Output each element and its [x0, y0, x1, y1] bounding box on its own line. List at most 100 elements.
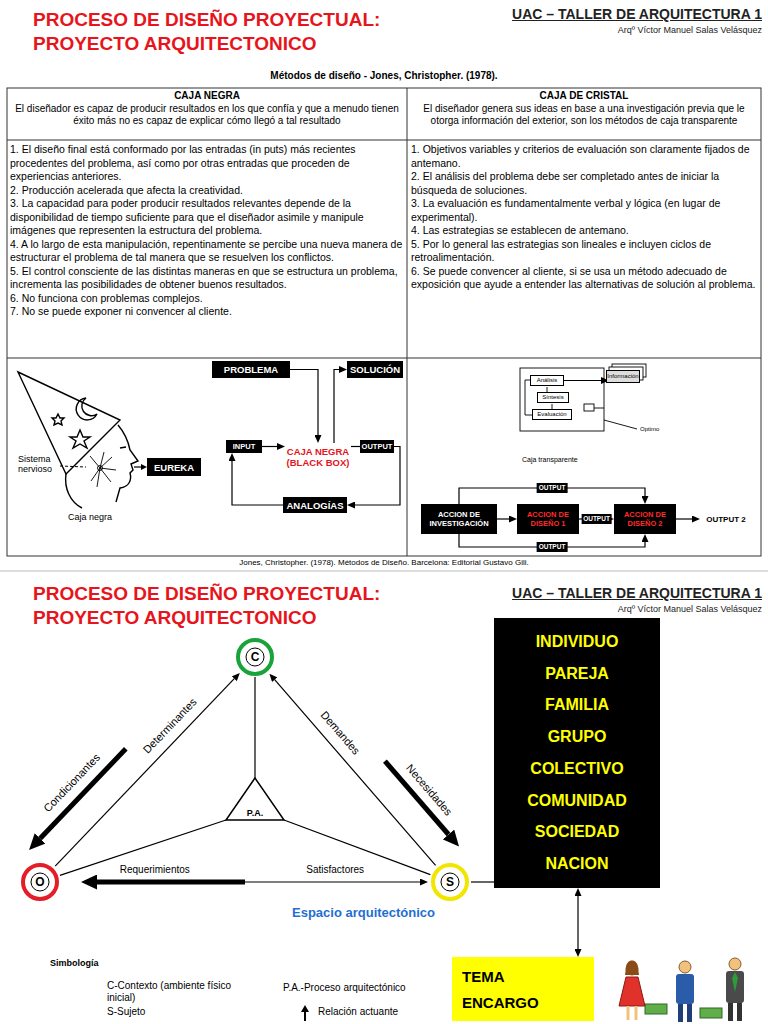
leader-line: [60, 466, 86, 467]
connector: [497, 518, 509, 519]
connector: [471, 881, 494, 882]
clipart-people: [687, 1004, 692, 1022]
node-text: ANALOGÍAS: [287, 500, 344, 511]
process-box: ANALOGÍAS: [283, 497, 347, 513]
clipart-people: [700, 1008, 722, 1018]
process-circle: O: [21, 863, 59, 901]
list-item: 3. La evaluación es fundamentalmente ver…: [411, 197, 757, 224]
circle-ring: [23, 865, 57, 899]
node-text: SOCIEDAD: [535, 823, 619, 841]
connector: [355, 447, 400, 506]
connector: [334, 370, 339, 444]
legend-entry: S-Sujeto: [107, 1006, 207, 1018]
process-box: CAJA NEGRA (BLACK BOX): [285, 443, 351, 471]
node-text: FAMILIA: [545, 696, 609, 714]
circle-inner: [441, 873, 459, 891]
label: Simbología: [50, 958, 130, 968]
node-text: OUTPUT 2: [706, 515, 746, 524]
list-item: 7. No se puede exponer ni convencer al c…: [10, 305, 404, 319]
node-text: EUREKA: [154, 462, 194, 473]
node-text: INPUT: [233, 442, 256, 451]
node-text: C: [251, 650, 260, 664]
list-item: 4. A lo largo de esta manipulación, repe…: [10, 238, 404, 265]
clipart-people: [619, 958, 744, 1022]
node-text: P.A.: [247, 808, 263, 818]
clipart-people: [737, 1003, 742, 1021]
wizard-head: [52, 414, 64, 425]
wizard-head: [116, 425, 138, 502]
process-box: PROBLEMA: [212, 361, 290, 378]
node-text: ENCARGO: [462, 994, 539, 1011]
label: UAC – TALLER DE ARQUITECTURA 1: [430, 6, 762, 22]
slide-separator: [0, 571, 768, 572]
table-grid: [7, 140, 761, 141]
edge-label: Requerimientos: [118, 863, 192, 876]
circle-inner: [246, 648, 264, 666]
label: El diseñador es capaz de producir result…: [12, 103, 402, 126]
clipart-people: [729, 958, 741, 970]
nervous-system: [90, 452, 116, 487]
connector: [564, 380, 601, 381]
node-text: Síntesis: [542, 394, 563, 401]
nervous-system: [98, 466, 103, 471]
node-text: OUTPUT: [362, 442, 393, 451]
legend-entry: P.A.-Proceso arquitectónico: [283, 982, 443, 994]
thick-arrow: [40, 749, 126, 839]
clipart-people: [726, 971, 744, 1003]
connector: [225, 881, 421, 882]
wizard-head: [66, 474, 82, 508]
clipart-people: [627, 1006, 630, 1020]
clipart-people: [625, 961, 639, 976]
connector: [676, 518, 692, 519]
label: Arqº Víctor Manuel Salas Velásquez: [430, 25, 762, 35]
label: UAC – TALLER DE ARQUITECTURA 1: [430, 585, 762, 601]
edge-label: Satisfactores: [304, 863, 366, 876]
list-item: 5. Por lo general las estrategias son li…: [411, 238, 757, 265]
list-item: 6. Se puede convencer al cliente, si se …: [411, 265, 757, 292]
table-grid: [407, 88, 408, 556]
table-cell: 1. Objetivos variables y criterios de ev…: [411, 143, 757, 292]
transparent-box: [520, 368, 604, 431]
clipart-people: [728, 1003, 733, 1021]
process-box: EUREKA: [147, 458, 201, 476]
connector: [290, 370, 318, 436]
list-item: 5. El control consciente de las distinta…: [10, 265, 404, 292]
process-circle: C: [236, 638, 274, 676]
wizard-head: [18, 372, 138, 508]
process-box: Evaluación: [532, 409, 572, 420]
connector: [351, 446, 360, 447]
transparent-box: [604, 420, 637, 429]
node-text: Análisis: [537, 377, 558, 384]
node-text: ACCION DE INVESTIGACIÓN: [423, 510, 495, 528]
process-triangle: P.A.: [224, 776, 286, 824]
clipart-people: [619, 977, 645, 1006]
process-box: OUTPUT: [360, 440, 394, 453]
list-item: 6. No funciona con problemas complejos.: [10, 292, 404, 306]
wizard-head: [18, 372, 120, 474]
process-box: INPUT: [226, 440, 262, 453]
process-box: SOLUCIÓN: [347, 361, 403, 378]
table-cell: 1. El diseño final está conformado por l…: [10, 143, 404, 319]
connector: [284, 820, 430, 875]
edge-label: Demandes: [316, 707, 363, 759]
label: CAJA DE CRISTAL: [407, 90, 761, 101]
process-box: ACCION DE INVESTIGACIÓN: [421, 504, 497, 534]
label: Espacio arquitectónico: [292, 905, 462, 920]
list-item: 2. El análisis del problema debe ser com…: [411, 170, 757, 197]
connector: [577, 896, 578, 949]
leader-line: [60, 466, 86, 467]
slide-separator: [0, 571, 768, 572]
node-text: TEMA: [462, 968, 505, 985]
label: Caja transparente: [522, 456, 612, 463]
wizard-head: [120, 447, 126, 448]
label: Sistema nervioso: [18, 454, 70, 474]
citation: Jones, Christopher. (1978). Métodos de D…: [0, 558, 768, 567]
circle-inner: [31, 873, 49, 891]
clipart-people: [679, 961, 691, 973]
process-circle: S: [431, 863, 469, 901]
process-box: ACCION DE DISEÑO 1: [517, 504, 579, 534]
edge-label: OUTPUT: [537, 542, 568, 552]
label: Optimo: [640, 426, 680, 432]
clipart-people: [635, 1006, 638, 1020]
triangle-shape: [226, 778, 284, 820]
